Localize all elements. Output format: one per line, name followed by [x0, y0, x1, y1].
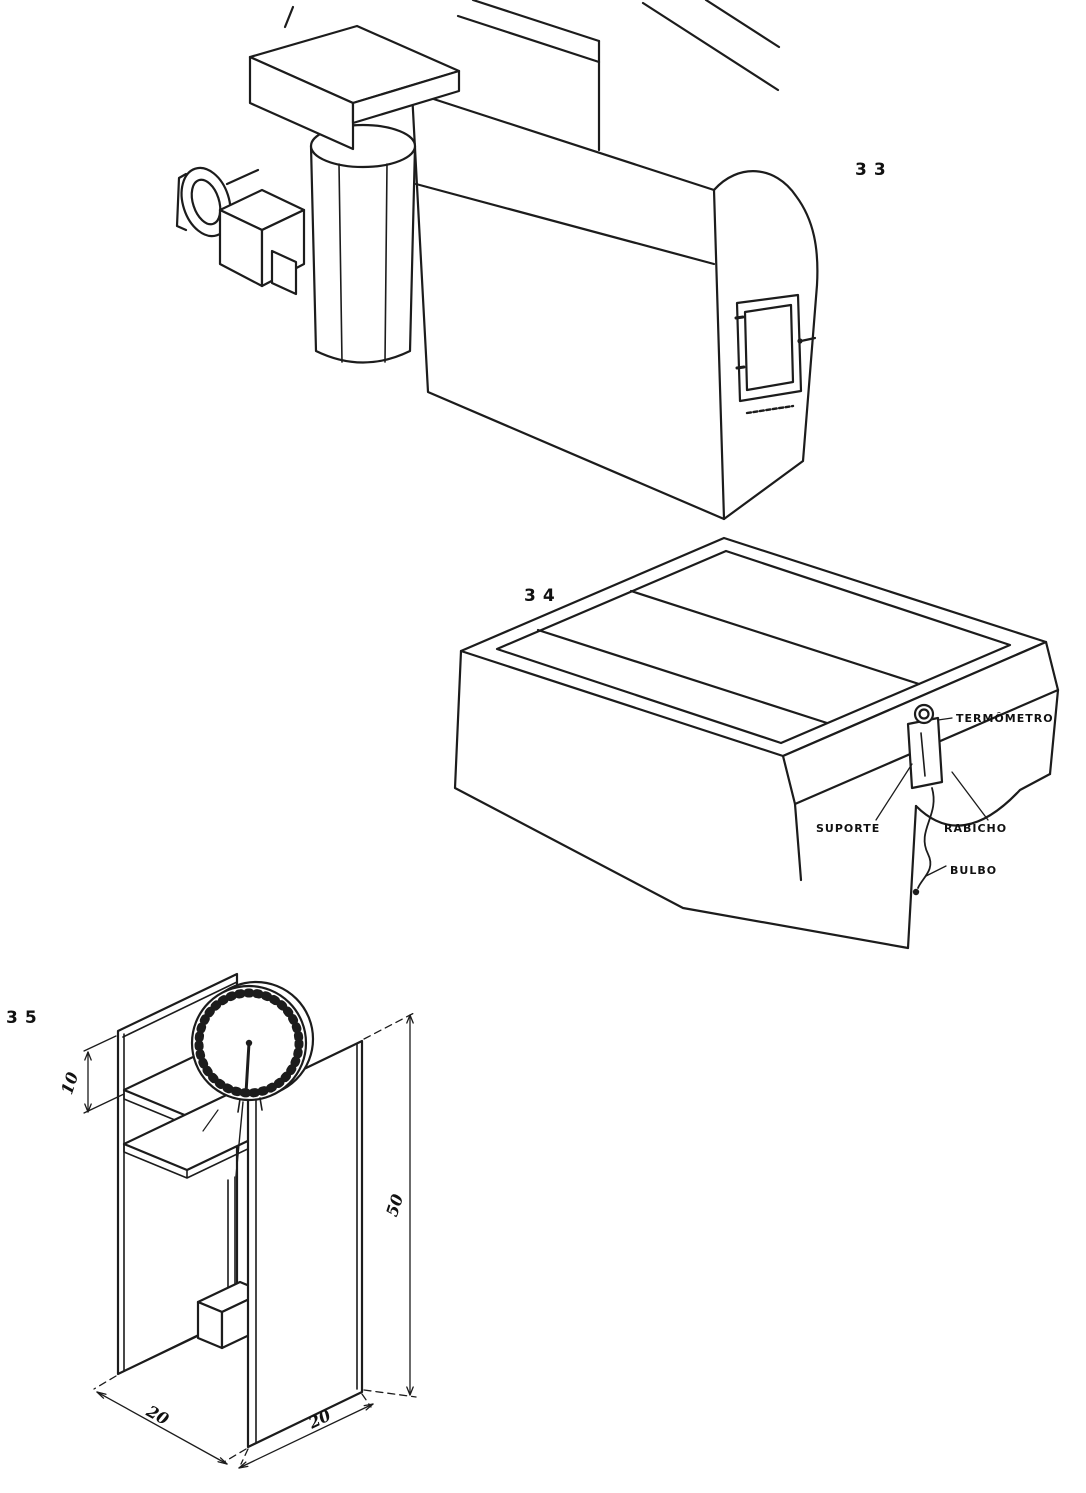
dim20r-arrows — [238, 1403, 374, 1469]
gauge-needle — [244, 1041, 251, 1095]
end-arch — [914, 772, 1052, 827]
figure-34-leaders — [875, 717, 989, 877]
tray-rim — [495, 549, 1012, 745]
stray-line — [283, 5, 295, 29]
dim20r-line — [238, 1403, 374, 1469]
motor-face — [190, 178, 222, 226]
hopper-front — [248, 55, 355, 151]
thermometer-bracket — [906, 716, 944, 790]
dim10-extensions — [83, 1035, 125, 1114]
figure-34-number: 34 — [524, 586, 562, 606]
thermometer-head-inner — [918, 708, 930, 720]
dimension-20-depth: 20 — [142, 1401, 172, 1429]
duct-line — [641, 1, 780, 92]
duct-line — [704, 0, 781, 49]
dim50-arrows — [406, 1014, 414, 1396]
thermometer-stem — [920, 732, 926, 777]
figure-35-stand — [116, 972, 364, 1449]
cylinder-seams — [338, 163, 388, 363]
figure-35-dimensions — [83, 1012, 417, 1469]
tunnel-body — [410, 90, 819, 521]
gauge-tick-ring — [194, 988, 304, 1098]
capillary-tube — [227, 1176, 236, 1299]
tray-ribs — [536, 589, 921, 725]
dim20l-arrows — [96, 1391, 228, 1465]
leader-rabicho — [951, 771, 989, 821]
gauge-mount-mark — [202, 1109, 219, 1132]
leader-suporte — [875, 763, 913, 821]
dim10-arrows — [84, 1051, 92, 1113]
dim20l-line — [96, 1391, 228, 1465]
duct-line — [456, 14, 601, 64]
motor — [180, 166, 232, 238]
leader-bulbo — [925, 865, 947, 877]
mid-shelf-thickness — [123, 1123, 301, 1179]
door-hinges — [734, 315, 746, 370]
tunnel-end-edge — [712, 188, 726, 521]
dimension-10: 10 — [57, 1070, 82, 1097]
pigtail-capillary — [917, 787, 935, 889]
door-handle-knob — [797, 338, 803, 344]
figure-34-tray — [453, 536, 1060, 950]
cylinder-body — [309, 144, 417, 364]
bulb — [912, 888, 920, 896]
capillary-link — [235, 1101, 244, 1177]
front-panel — [246, 1039, 364, 1449]
gauge-feet — [237, 1097, 263, 1113]
label-termometro: TERMÔMETRO — [956, 712, 1054, 725]
tunnel-seam — [414, 182, 716, 266]
tray-front-edges — [453, 649, 918, 950]
door-inner — [743, 303, 795, 392]
door-handle — [799, 336, 817, 343]
dim20l-extensions — [93, 1375, 247, 1463]
label-rabicho: RABICHO — [944, 822, 1007, 835]
end-left-leg — [793, 802, 803, 882]
duct-line — [471, 0, 601, 43]
nameplate-text-line — [745, 404, 795, 415]
base-door — [270, 249, 298, 296]
label-bulbo: BULBO — [950, 864, 997, 877]
front-panel-thickness — [247, 1043, 358, 1448]
figure-33-machine — [175, 0, 819, 521]
gauge-hub — [245, 1039, 253, 1047]
figure-33-number: 33 — [855, 160, 893, 180]
leader-termometro — [937, 717, 953, 721]
label-suporte: SUPORTE — [816, 822, 880, 835]
dim50-extensions — [363, 1012, 417, 1398]
thermometer-head — [913, 703, 935, 725]
end-right-edge — [1048, 688, 1060, 776]
hopper-side — [351, 69, 461, 125]
dimension-50: 50 — [382, 1192, 407, 1219]
figure-35-number: 35 — [6, 1008, 44, 1028]
